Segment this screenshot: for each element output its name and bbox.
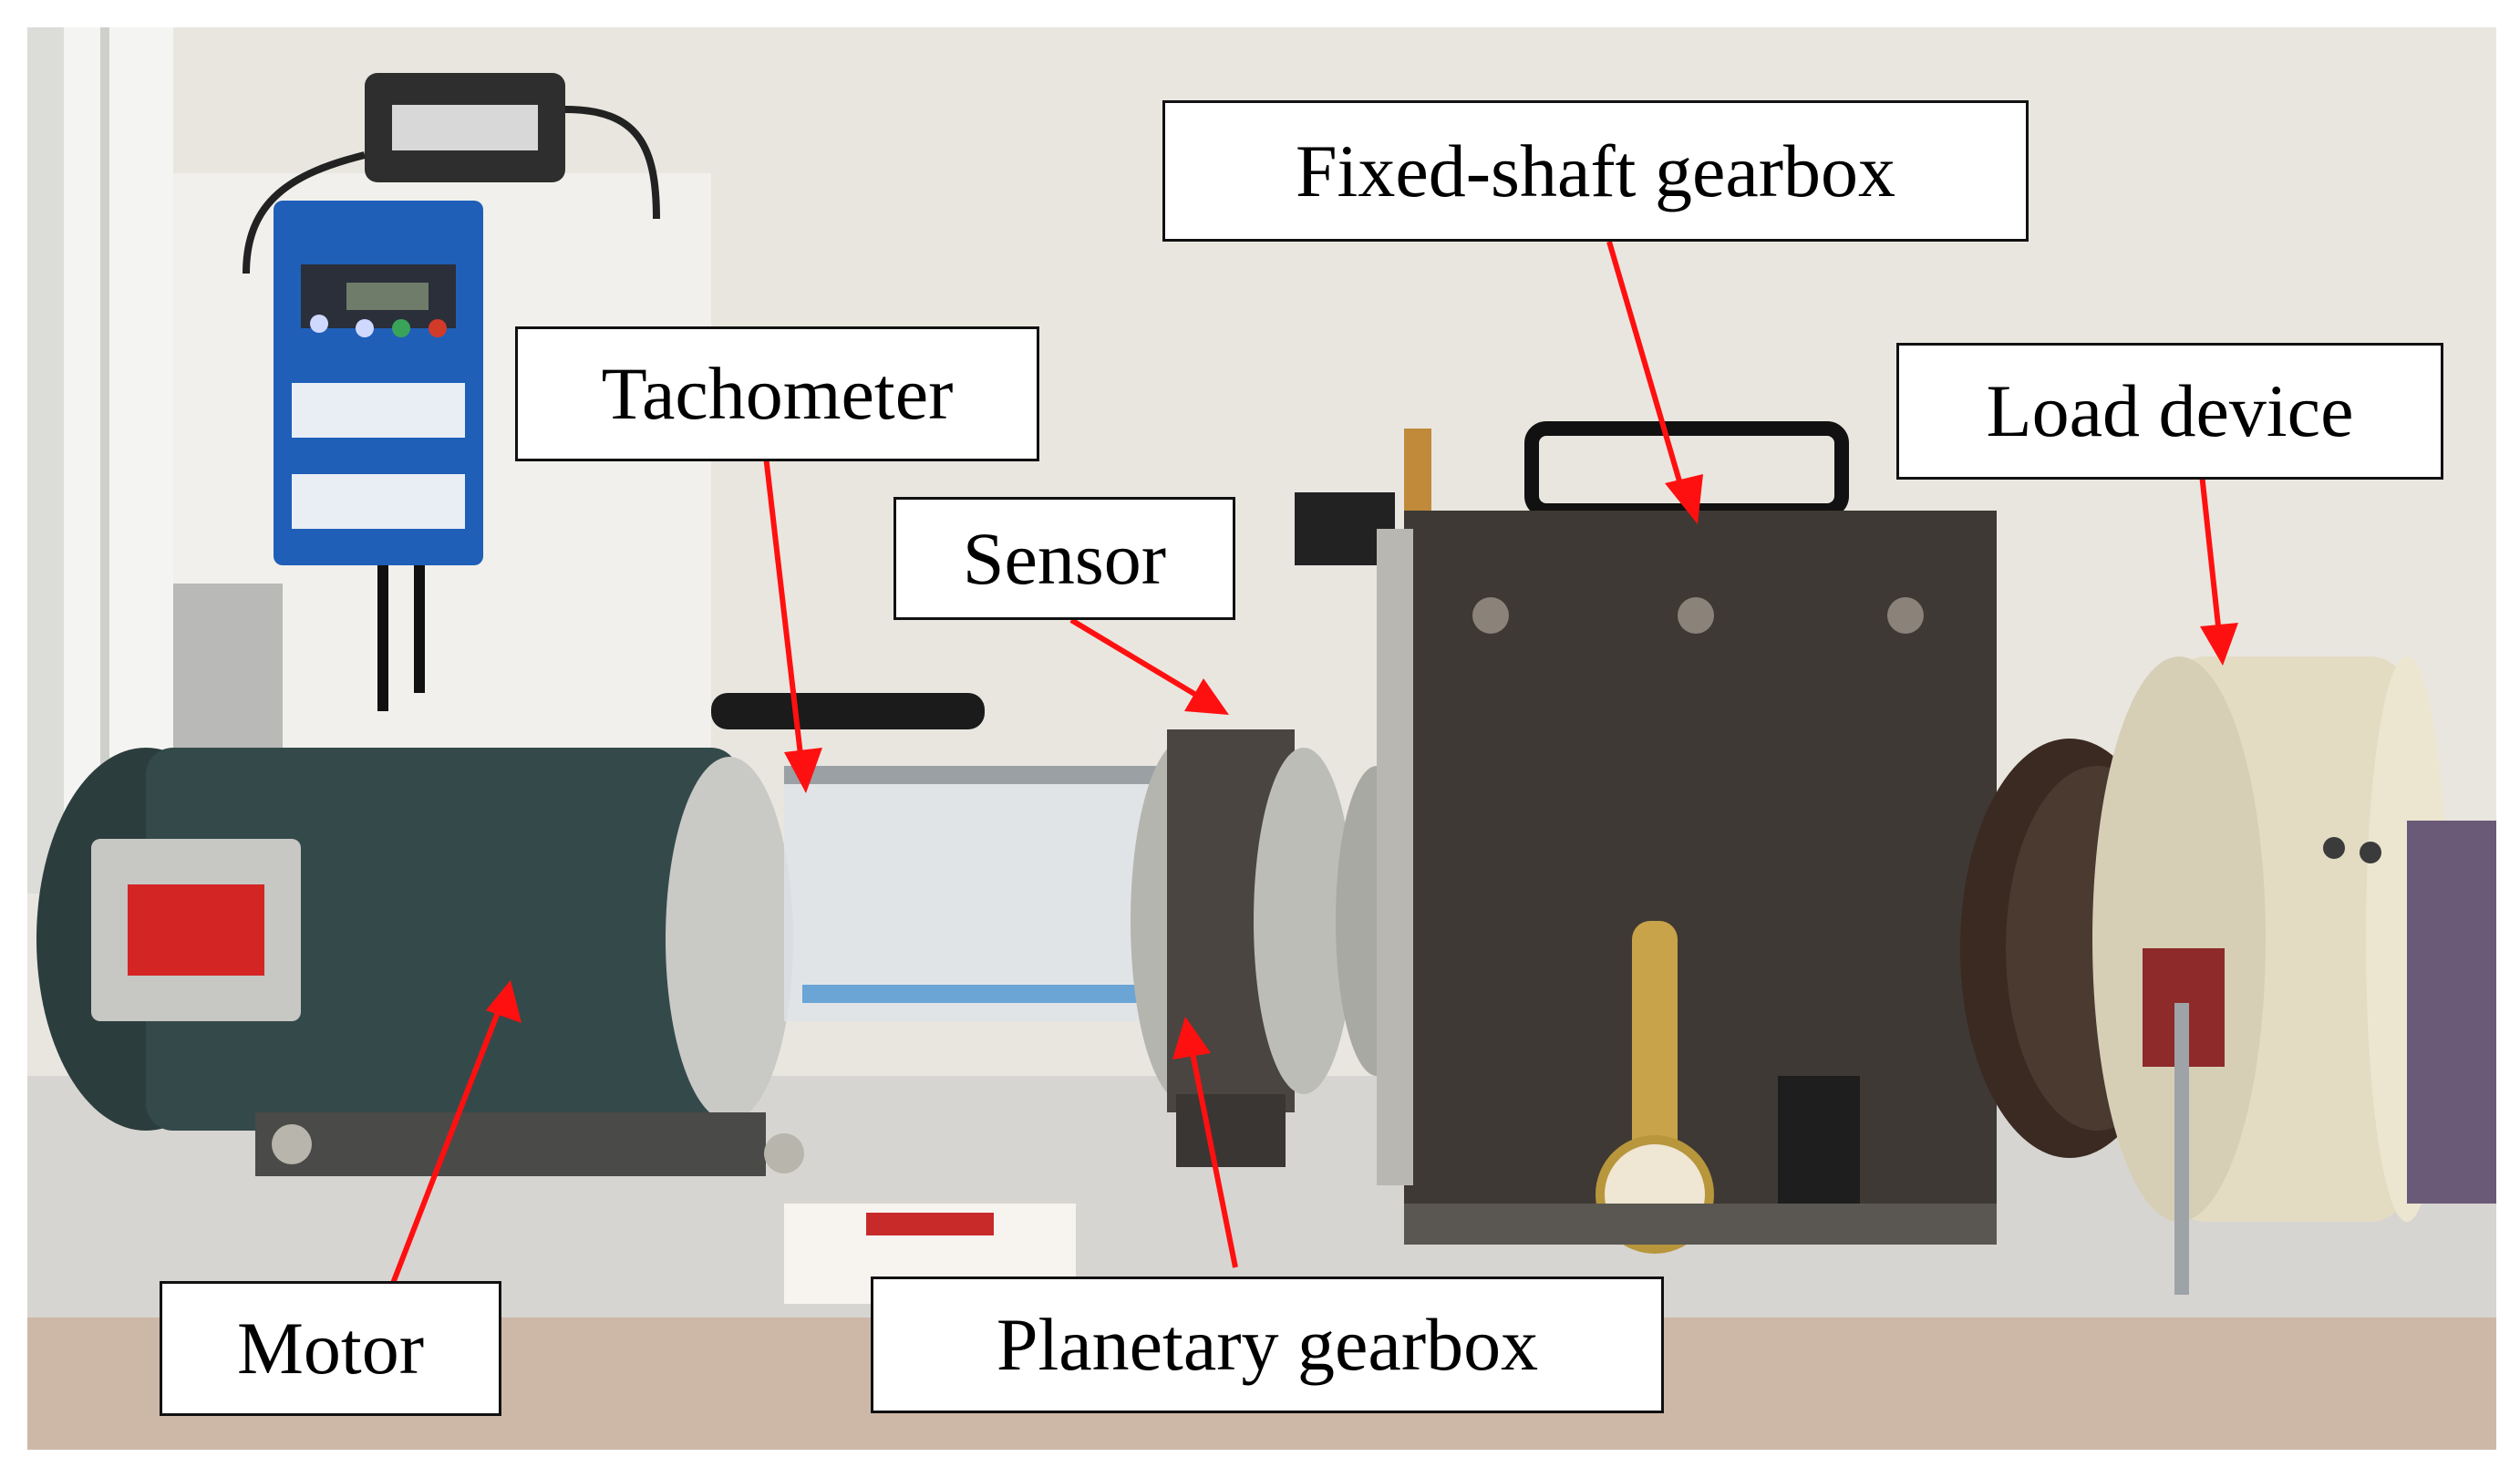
arrow-fixed-shaft-gearbox — [1606, 241, 1689, 507]
label-motor: Motor — [160, 1281, 501, 1416]
label-fixed-shaft-gearbox: Fixed-shaft gearbox — [1162, 100, 2029, 242]
shaft-guard — [784, 775, 1167, 1021]
arrow-tachometer — [763, 455, 805, 771]
arrow-load-device — [2199, 473, 2223, 644]
label-planetary-gearbox: Planetary gearbox — [871, 1276, 1664, 1413]
label-load-device: Load device — [1896, 343, 2443, 480]
annotation-arrows — [389, 241, 2238, 1287]
arrow-sensor — [1069, 617, 1210, 705]
junction-box — [173, 584, 283, 748]
arrow-motor — [389, 1001, 504, 1287]
label-tachometer: Tachometer — [515, 326, 1039, 461]
warning-tag — [128, 884, 264, 976]
label-sensor: Sensor — [893, 497, 1235, 620]
arrow-planetary-gearbox — [1187, 1039, 1238, 1268]
